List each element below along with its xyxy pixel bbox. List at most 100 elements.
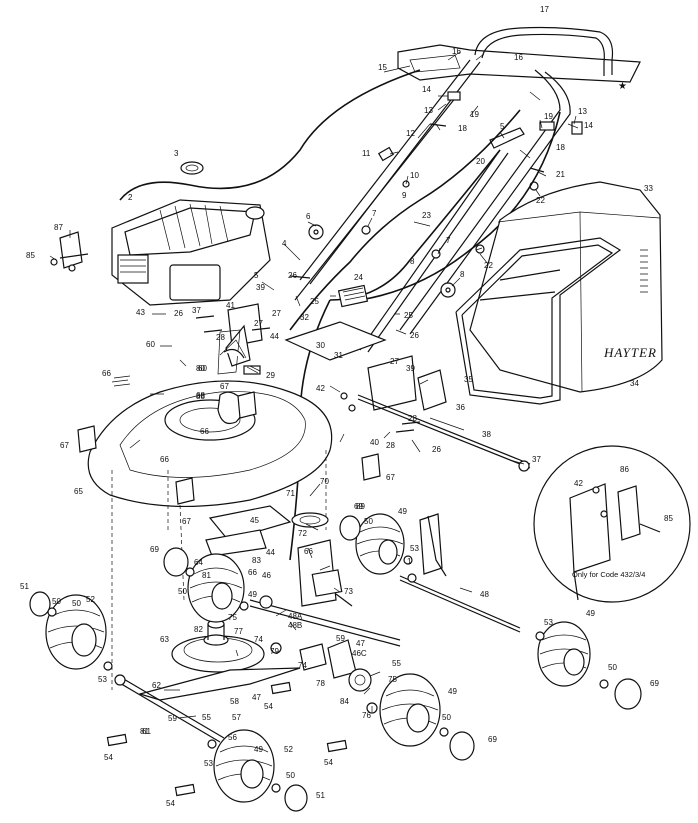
callout-88: 88	[196, 392, 205, 401]
callout-87: 87	[54, 223, 63, 232]
callout-26: 26	[410, 331, 419, 340]
callout-24: 24	[354, 273, 363, 282]
callout-78: 78	[316, 679, 325, 688]
callout-38: 38	[482, 430, 491, 439]
handle-assembly	[119, 26, 641, 561]
callout-59: 59	[168, 714, 177, 723]
callout-64: 64	[194, 558, 203, 567]
callout-53: 53	[410, 544, 419, 553]
callout-39: 39	[256, 283, 265, 292]
callout-74: 74	[298, 661, 307, 670]
callout-30: 30	[316, 341, 325, 350]
callout-66: 66	[200, 427, 209, 436]
callout-28: 28	[408, 414, 417, 423]
callout-52: 52	[284, 745, 293, 754]
callout-28: 28	[386, 441, 395, 450]
callout-49: 49	[448, 687, 457, 696]
callout-50: 50	[178, 587, 187, 596]
callout-13: 13	[578, 107, 587, 116]
inset-note: Only for Code 432/3/4	[572, 570, 645, 579]
callout-73: 73	[344, 587, 353, 596]
callout-56: 56	[228, 733, 237, 742]
callout-46c: 46C	[352, 649, 367, 658]
callout-11: 11	[362, 149, 371, 158]
callout-70: 70	[320, 477, 329, 486]
callout-48b: 48B	[288, 621, 302, 630]
callout-72: 72	[298, 529, 307, 538]
callout-44: 44	[270, 332, 279, 341]
callout-25: 25	[310, 297, 319, 306]
callout-5: 5	[254, 271, 259, 280]
callout-49: 49	[398, 507, 407, 516]
callout-61: 61	[142, 727, 151, 736]
callout-69: 69	[150, 545, 159, 554]
callout-18: 18	[458, 124, 467, 133]
callout-65: 65	[74, 487, 83, 496]
callout-14: 14	[422, 85, 431, 94]
callout-51: 51	[20, 582, 29, 591]
callout-75: 75	[388, 675, 397, 684]
callout-66: 66	[102, 369, 111, 378]
callout-18: 18	[556, 143, 565, 152]
callout-7: 7	[446, 236, 451, 245]
callout-85: 85	[26, 251, 35, 260]
callout-81: 81	[140, 727, 149, 736]
callout-52: 49	[254, 745, 263, 754]
callout-8: 8	[410, 257, 415, 266]
callout-14: 14	[584, 121, 593, 130]
callout-29: 29	[266, 371, 275, 380]
callout-89: 89	[356, 502, 365, 511]
callout-36: 36	[456, 403, 465, 412]
callout-75: 75	[228, 613, 237, 622]
callout-55: 55	[392, 659, 401, 668]
callout-26: 26	[288, 271, 297, 280]
callout-69: 69	[354, 502, 363, 511]
callout-15: 15	[378, 63, 387, 72]
drive-assembly	[114, 505, 521, 743]
callout-62: 62	[152, 681, 161, 690]
callout-69: 69	[488, 735, 497, 744]
callout-59: 59	[336, 634, 345, 643]
callout-68: 68	[196, 391, 205, 400]
mower-deck	[77, 380, 381, 690]
callout-76: 76	[362, 711, 371, 720]
callout-54: 54	[264, 702, 273, 711]
callout-5: 5	[500, 122, 505, 131]
callout-54: 54	[324, 758, 333, 767]
callout-69: 69	[650, 679, 659, 688]
callout-50: 50	[286, 771, 295, 780]
callout-66: 66	[160, 455, 169, 464]
callout-67: 67	[220, 382, 229, 391]
callout-42: 42	[574, 479, 583, 488]
callout-54: 54	[166, 799, 175, 808]
callout-48a: 48A	[288, 612, 303, 621]
callout-55: 55	[202, 713, 211, 722]
callout-77: 77	[234, 627, 243, 636]
inset-circle	[533, 445, 691, 603]
callout-49: 49	[248, 590, 257, 599]
callout-53: 53	[204, 759, 213, 768]
callout-80: 80	[196, 364, 205, 373]
callout-42: 42	[316, 384, 325, 393]
callout-60: 60	[146, 340, 155, 349]
callout-7: 7	[372, 209, 377, 218]
callout-86: 86	[620, 465, 629, 474]
callout-1: 1	[407, 557, 412, 566]
callout-81: 81	[202, 571, 211, 580]
leader-lines	[49, 51, 579, 719]
callout-57: 57	[232, 713, 241, 722]
brand-text: HAYTER	[603, 345, 657, 360]
callout-67: 67	[386, 473, 395, 482]
star-marker: ★	[618, 81, 627, 92]
callout-26: 26	[174, 309, 183, 318]
callout-79: 79	[270, 647, 279, 656]
callout-12: 12	[406, 129, 415, 138]
callout-44: 44	[266, 548, 275, 557]
callout-4: 4	[282, 239, 287, 248]
callout-10: 10	[410, 171, 419, 180]
callout-47: 47	[356, 639, 365, 648]
callout-54: 54	[104, 753, 113, 762]
callout-20: 20	[476, 157, 485, 166]
callout-33: 33	[644, 184, 653, 193]
